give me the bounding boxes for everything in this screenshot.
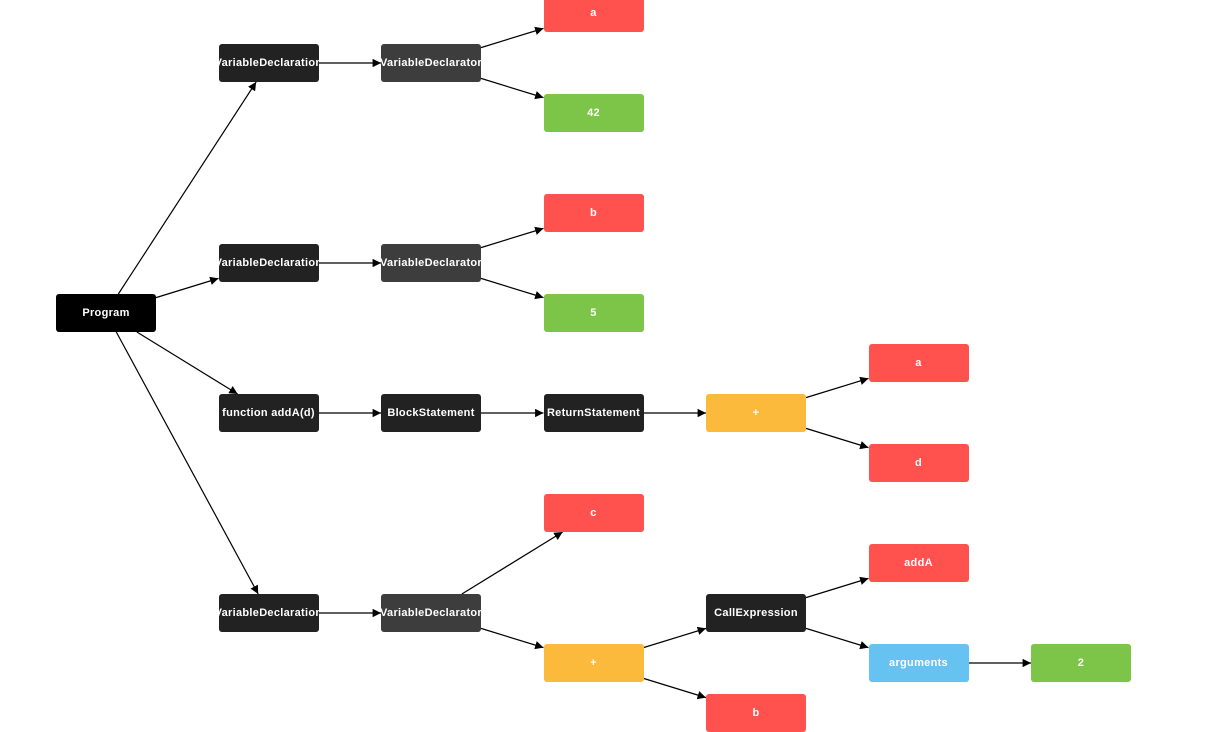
node-id-b1: b [543, 194, 644, 232]
node-vd3: VariableDeclaration [218, 594, 319, 632]
node-id-d: d [868, 444, 969, 482]
edge-program-to-vd1 [117, 81, 257, 295]
node-label: VariableDeclarator [381, 57, 481, 69]
edge-vdr1-to-id-a1 [480, 26, 544, 49]
node-program: Program [56, 294, 156, 332]
node-vdr1: VariableDeclarator [381, 44, 481, 82]
edge-program-to-fn [136, 331, 238, 395]
node-lit5: 5 [543, 294, 644, 332]
node-plus2: + [543, 644, 644, 682]
node-block: BlockStatement [381, 394, 481, 432]
node-label: function addA(d) [222, 407, 315, 419]
node-label: VariableDeclaration [218, 57, 319, 69]
edge-call-to-args [805, 627, 869, 650]
node-ret: ReturnStatement [543, 394, 644, 432]
node-vdr2: VariableDeclarator [381, 244, 481, 282]
node-id-addA: addA [868, 544, 969, 582]
edge-vdr3-to-plus2 [480, 627, 544, 650]
node-label: b [752, 707, 760, 719]
node-label: VariableDeclaration [218, 257, 319, 269]
node-fn: function addA(d) [218, 394, 319, 432]
node-id-a2: a [868, 344, 969, 382]
node-label: a [915, 357, 922, 369]
node-label: CallExpression [714, 607, 798, 619]
node-label: 5 [590, 307, 597, 319]
node-label: ReturnStatement [546, 407, 641, 419]
node-label: arguments [889, 657, 948, 669]
node-id-b2: b [706, 694, 806, 732]
node-lit42: 42 [543, 94, 644, 132]
edge-program-to-vd3 [115, 331, 259, 595]
edge-program-to-vd2 [155, 276, 219, 299]
node-vdr3: VariableDeclarator [381, 594, 481, 632]
node-id-a1: a [543, 0, 644, 32]
node-lit2: 2 [1031, 644, 1131, 682]
edge-vdr3-to-id-c [461, 531, 563, 595]
node-label: VariableDeclarator [381, 607, 481, 619]
node-label: d [914, 457, 923, 469]
edge-plus1-to-id-a2 [805, 376, 869, 399]
node-label: + [752, 407, 760, 419]
node-label: 42 [587, 107, 600, 119]
node-label: VariableDeclaration [218, 607, 319, 619]
edge-call-to-id-addA [805, 576, 869, 599]
node-call: CallExpression [706, 594, 806, 632]
node-plus1: + [706, 394, 806, 432]
edge-plus1-to-id-d [805, 427, 869, 450]
edge-vdr1-to-lit42 [480, 77, 544, 100]
edge-vdr2-to-lit5 [480, 277, 544, 300]
node-label: + [590, 657, 597, 669]
node-id-c: c [543, 494, 644, 532]
node-args: arguments [868, 644, 969, 682]
node-label: b [589, 207, 598, 219]
node-vd1: VariableDeclaration [218, 44, 319, 82]
edge-plus2-to-call [643, 626, 707, 649]
node-label: Program [82, 307, 130, 319]
node-label: BlockStatement [387, 407, 475, 419]
node-label: 2 [1077, 657, 1085, 669]
node-label: VariableDeclarator [381, 257, 481, 269]
node-label: a [590, 7, 597, 19]
edge-plus2-to-id-b2 [643, 677, 707, 700]
edge-vdr2-to-id-b1 [480, 226, 544, 249]
node-vd2: VariableDeclaration [218, 244, 319, 282]
node-label: c [590, 507, 597, 519]
node-label: addA [904, 557, 933, 569]
